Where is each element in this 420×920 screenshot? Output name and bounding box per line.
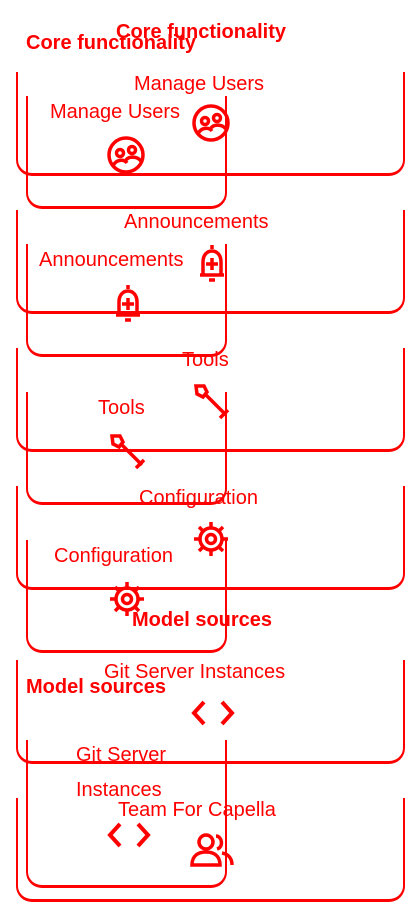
settings-gear-icon [106,578,148,620]
section-title-core: Core functionality [116,21,287,43]
tile-label: Manage Users [50,101,181,123]
code-brackets-icon [190,698,236,728]
tile-label: Announcements [124,211,269,233]
code-brackets-icon [106,820,152,850]
tile-label: Configuration [54,545,173,567]
tile-label: Git Server Instances [76,744,167,801]
tile-label: Announcements [39,249,184,271]
tile-configuration[interactable]: Configuration [26,540,227,653]
section-title-models: Model sources [132,609,273,631]
tile-label: Team For Capella [118,799,276,821]
tile-label: Git Server Instances [104,661,286,683]
group-users-icon [188,832,236,868]
tile-tools[interactable]: Tools [26,392,227,505]
section-title-core: Core functionality [26,32,197,54]
supervisor-account-icon [105,134,147,176]
tile-announcements[interactable]: Announcements [26,244,227,357]
tile-team-for-capella[interactable]: Team For Capella [16,798,405,902]
tile-label: Manage Users [134,73,265,95]
section-title-models: Model sources [26,676,167,698]
tile-label: Tools [98,397,145,419]
tile-git-server-instances[interactable]: Git Server Instances [16,660,405,764]
tile-manage-users[interactable]: Manage Users [26,96,227,209]
tile-git-server-instances[interactable]: Git Server Instances [26,740,227,888]
notification-add-icon [111,282,145,324]
build-wrench-icon [106,430,148,472]
